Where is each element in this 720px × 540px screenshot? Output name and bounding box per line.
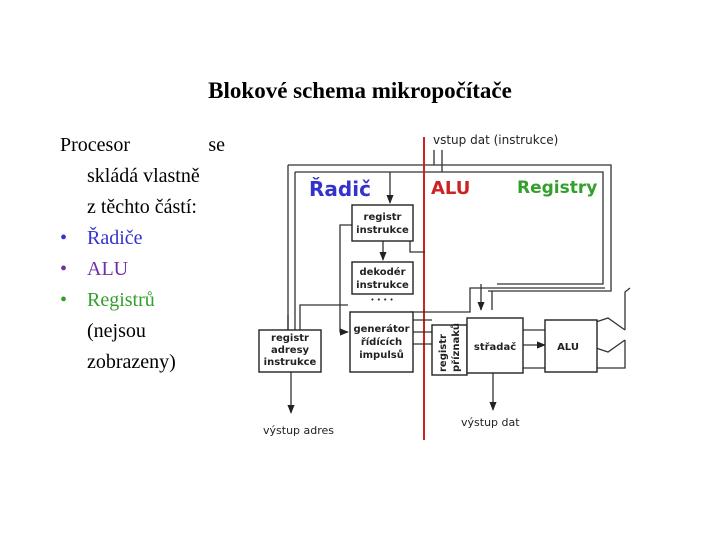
- box-registr-instrukce-line1: registr: [364, 212, 402, 223]
- box-registr-adresy: registr adresy instrukce: [258, 329, 322, 373]
- bullet-item-registry: • Registrů (nejsou zobrazeny): [60, 285, 225, 378]
- box-registr-adresy-line2: adresy: [271, 345, 310, 356]
- bullet-dot: •: [60, 258, 68, 280]
- box-generator-line2: řídících: [361, 336, 402, 348]
- alu-header: ALU: [431, 178, 470, 199]
- box-registr-priznaku-line1: registr: [438, 334, 449, 372]
- input-lines: [433, 150, 443, 172]
- box-generator: generátor řídících impulsů: [349, 311, 414, 373]
- bullet-label-alu: ALU: [87, 258, 129, 280]
- output-address-label: výstup adres: [263, 424, 334, 437]
- box-alu: ALU: [544, 319, 598, 373]
- bullet-label-radic: Řadiče: [87, 227, 143, 249]
- intro-word-procesor: Procesor: [60, 134, 130, 156]
- slide-title: Blokové schema mikropočítače: [208, 78, 512, 103]
- box-stradac-label: střadač: [474, 341, 516, 353]
- decoder-dots: • • • •: [370, 296, 393, 304]
- bullet-item-radic: • Řadiče: [60, 223, 225, 254]
- registry-header: Registry: [517, 178, 597, 198]
- intro-line-3: z těchto částí:: [87, 196, 197, 218]
- bullet-note-line-2: zobrazeny): [87, 351, 176, 373]
- box-registr-adresy-line3: instrukce: [264, 357, 317, 368]
- bullet-dot: •: [60, 227, 68, 249]
- intro-line-2: skládá vlastně: [87, 165, 200, 187]
- box-registr-instrukce: registr instrukce: [351, 204, 414, 242]
- box-alu-label: ALU: [557, 342, 579, 353]
- bullet-note-line-1: (nejsou: [87, 320, 146, 342]
- input-label: vstup dat (instrukce): [433, 133, 558, 147]
- box-registr-priznaku: registr příznaků: [431, 323, 468, 376]
- control-connections: [287, 172, 605, 414]
- box-registr-instrukce-line2: instrukce: [356, 225, 409, 236]
- intro-word-se: se: [208, 134, 225, 156]
- box-dekoder-line1: dekodér: [359, 266, 405, 278]
- box-generator-line1: generátor: [353, 323, 409, 335]
- output-data-label: výstup dat: [461, 416, 520, 429]
- bullet-item-alu: • ALU: [60, 254, 225, 285]
- box-stradac: střadač: [466, 317, 524, 374]
- box-dekoder: dekodér instrukce: [351, 261, 414, 295]
- box-generator-line3: impulsů: [359, 348, 404, 361]
- radic-header: Řadič: [309, 177, 371, 201]
- bullet-dot: •: [60, 289, 68, 311]
- box-registr-priznaku-line2: příznaků: [449, 323, 462, 372]
- box-dekoder-line2: instrukce: [356, 280, 409, 291]
- box-registr-adresy-line1: registr: [271, 333, 309, 344]
- bullet-label-registry: Registrů: [87, 289, 155, 311]
- intro-text: Procesor se skládá vlastně z těchto částí…: [60, 130, 225, 223]
- bus-frame: [287, 164, 612, 330]
- bullet-list: Procesor se skládá vlastně z těchto částí…: [60, 130, 225, 378]
